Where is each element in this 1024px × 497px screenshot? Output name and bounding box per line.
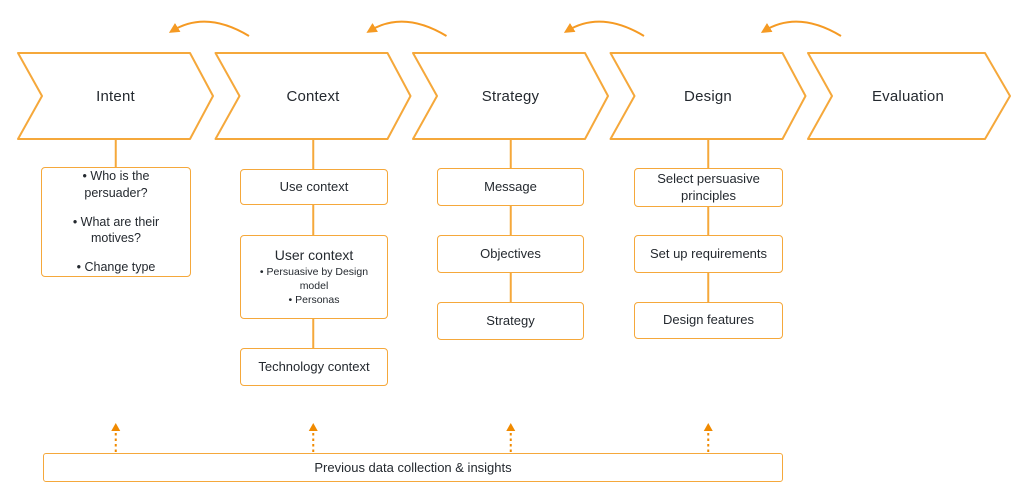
node-message: Message xyxy=(437,168,584,206)
curved-left-arrow-icon xyxy=(168,20,250,37)
bottom-bar-label: Previous data collection & insights xyxy=(314,460,512,475)
chevron-context xyxy=(214,52,412,140)
node-strategy: Strategy xyxy=(437,302,584,340)
stage-label-design: Design xyxy=(684,87,732,105)
node-label: Select persuasive principles xyxy=(657,171,760,203)
dashed-up-arrow-icon xyxy=(506,423,516,452)
chevron-intent xyxy=(17,52,214,140)
bullet-item: Personas xyxy=(251,293,377,307)
curved-left-arrow-icon xyxy=(366,20,448,37)
previous-data-insights-bar: Previous data collection & insights xyxy=(43,453,783,482)
curved-left-arrow-icon xyxy=(760,20,842,37)
node-label: Objectives xyxy=(480,245,541,261)
bullet-item: Who is the persuader? xyxy=(60,168,172,201)
node-label: Set up requirements xyxy=(649,245,768,261)
bullet-item: What are their motives? xyxy=(60,214,172,247)
node-label: Technology context xyxy=(258,358,370,374)
chevron-strategy xyxy=(412,52,609,140)
bullet-item: Change type xyxy=(60,259,172,275)
bullet-item: Persuasive by Design model xyxy=(251,265,377,293)
node-intent-questions: Who is the persuader? What are their mot… xyxy=(41,167,191,277)
node-user-context: User context Persuasive by Design model … xyxy=(240,235,388,319)
node-label: Strategy xyxy=(486,312,535,328)
node-objectives: Objectives xyxy=(437,235,584,273)
stage-chevrons xyxy=(17,52,1011,140)
chevron-design xyxy=(609,52,807,140)
node-label: User context xyxy=(274,246,354,263)
connectors xyxy=(114,139,710,348)
user-context-bullet-list: Persuasive by Design model Personas xyxy=(251,265,377,308)
chevron-evaluation xyxy=(807,52,1011,140)
iteration-arrows xyxy=(168,20,842,37)
stage-label-context: Context xyxy=(286,87,340,105)
dashed-up-arrow-icon xyxy=(703,423,713,452)
node-label: Message xyxy=(484,178,537,194)
node-set-up-requirements: Set up requirements xyxy=(634,235,783,273)
intent-bullet-list: Who is the persuader? What are their mot… xyxy=(60,168,172,275)
stage-label-intent: Intent xyxy=(96,87,135,105)
stage-label-evaluation: Evaluation xyxy=(871,87,945,105)
node-label: Use context xyxy=(279,178,349,194)
curved-left-arrow-icon xyxy=(563,20,645,37)
dashed-up-arrow-icon xyxy=(111,423,121,452)
node-label: Design features xyxy=(662,312,755,328)
node-technology-context: Technology context xyxy=(240,348,388,386)
feedback-arrows xyxy=(111,423,713,452)
node-design-features: Design features xyxy=(634,302,783,339)
stage-label-strategy: Strategy xyxy=(481,87,540,105)
node-select-persuasive-principles: Select persuasive principles xyxy=(634,168,783,207)
dashed-up-arrow-icon xyxy=(308,423,318,452)
node-use-context: Use context xyxy=(240,169,388,205)
